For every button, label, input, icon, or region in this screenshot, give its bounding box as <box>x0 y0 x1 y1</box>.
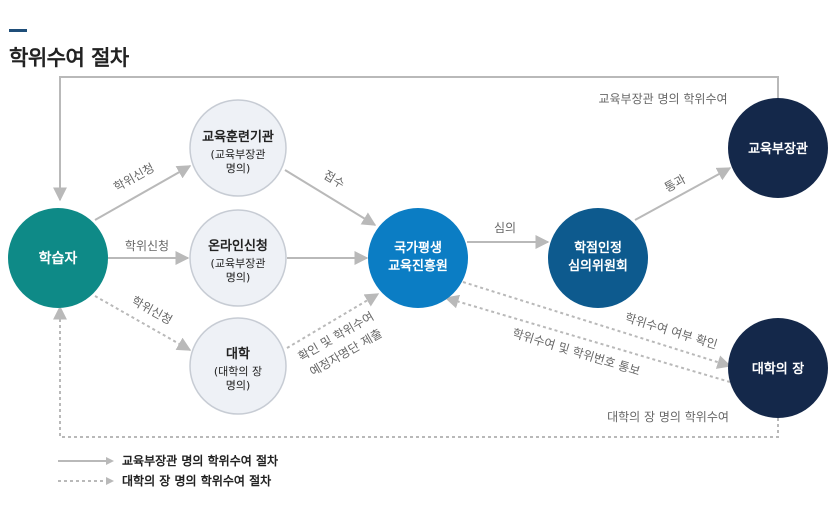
node-online: 온라인신청 (교육부장관 명의) <box>189 209 287 307</box>
legend-dotted-label: 대학의 장 명의 학위수여 절차 <box>122 474 272 488</box>
label-apply-3: 학위신청 <box>129 294 174 328</box>
dotted-connectors <box>53 281 779 438</box>
label-pass: 통과 <box>662 172 688 195</box>
node-online-sub-1: (교육부장관 <box>211 257 266 270</box>
edge-training-nile <box>284 169 377 226</box>
node-training-sub-2: 명의) <box>226 162 251 175</box>
node-university-sub-1: (대학의 장 <box>214 365 262 378</box>
label-minister-award: 교육부장관 명의 학위수여 <box>598 92 727 106</box>
node-minister: 교육부장관 <box>728 98 828 198</box>
node-online-sub-2: 명의) <box>226 271 251 284</box>
node-training-label: 교육훈련기관 <box>202 129 274 145</box>
label-notify: 학위수여 및 학위번호 통보 <box>511 326 642 378</box>
edge-learner-training <box>94 165 192 221</box>
edge-minister-learner <box>53 76 779 202</box>
solid-connectors <box>53 76 779 265</box>
legend-solid-label: 교육부장관 명의 학위수여 절차 <box>122 454 279 468</box>
node-university-label: 대학 <box>226 346 250 362</box>
node-university-sub-2: 명의) <box>226 379 251 392</box>
label-review: 심의 <box>494 221 516 235</box>
edge-committee-minister <box>634 167 732 221</box>
label-receive: 접수 <box>321 168 347 191</box>
legend-dotted-arrow-icon <box>58 477 114 485</box>
node-training-sub-1: (교육부장관 <box>211 148 266 161</box>
node-minister-label: 교육부장관 <box>748 141 808 157</box>
page-title: 학위수여 절차 <box>9 46 129 70</box>
node-president-label: 대학의 장 <box>752 361 804 377</box>
node-training: 교육훈련기관 (교육부장관 명의) <box>189 99 287 197</box>
node-online-label: 온라인신청 <box>208 238 268 254</box>
edge-president-nile <box>444 294 731 383</box>
label-apply-2: 학위신청 <box>125 239 169 253</box>
edge-nile-president <box>462 281 732 369</box>
node-nile-label-1: 국가평생 <box>394 240 442 256</box>
legend-solid-arrow-icon <box>58 457 114 465</box>
edge-learner-university <box>94 295 192 351</box>
node-committee-label-1: 학점인정 <box>574 240 622 256</box>
label-president-award: 대학의 장 명의 학위수여 <box>607 410 729 424</box>
node-learner: 학습자 <box>8 208 108 308</box>
node-university: 대학 (대학의 장 명의) <box>189 317 287 415</box>
node-committee: 학점인정 심의위원회 <box>548 208 648 308</box>
node-committee-label-2: 심의위원회 <box>568 258 628 274</box>
title-accent-bar <box>9 29 27 32</box>
node-president: 대학의 장 <box>728 318 828 418</box>
node-nile-label-2: 교육진흥원 <box>388 258 448 274</box>
node-learner-label: 학습자 <box>39 251 78 267</box>
node-nile: 국가평생 교육진흥원 <box>368 208 468 308</box>
label-confirm: 학위수여 여부 확인 <box>623 310 719 351</box>
edge-president-learner <box>53 305 779 438</box>
